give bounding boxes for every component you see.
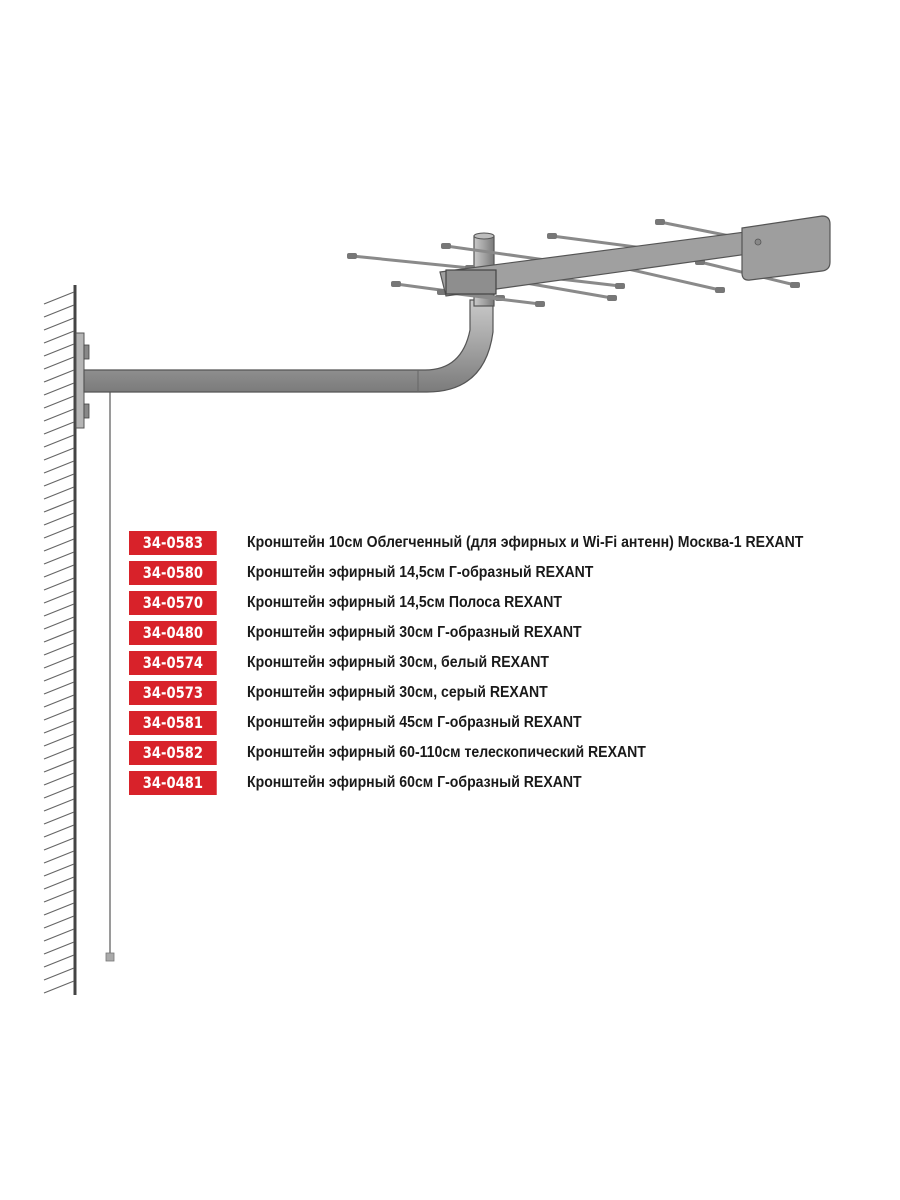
product-name: Кронштейн 10см Облегченный (для эфирных … [247, 534, 804, 551]
product-name: Кронштейн эфирный 30см, белый REXANT [247, 654, 549, 671]
sku-badge: 34-0481 [129, 771, 217, 795]
product-row: 34-0481 Кронштейн эфирный 60см Г-образный… [129, 771, 889, 801]
sku-badge: 34-0583 [129, 531, 217, 555]
product-row: 34-0480 Кронштейн эфирный 30см Г-образный… [129, 621, 889, 651]
product-row: 34-0570 Кронштейн эфирный 14,5см Полоса R… [129, 591, 889, 621]
antenna [347, 215, 831, 307]
product-row: 34-0573 Кронштейн эфирный 30см, серый REX… [129, 681, 889, 711]
product-row: 34-0583 Кронштейн 10см Облегченный (для э… [129, 531, 889, 561]
product-row: 34-0574 Кронштейн эфирный 30см, белый REX… [129, 651, 889, 681]
sku-badge: 34-0574 [129, 651, 217, 675]
product-name: Кронштейн эфирный 30см Г-образный REXANT [247, 624, 582, 641]
product-row: 34-0582 Кронштейн эфирный 60-110см телеск… [129, 741, 889, 771]
sku-badge: 34-0573 [129, 681, 217, 705]
product-list: 34-0583 Кронштейн 10см Облегченный (для э… [129, 531, 889, 801]
cable [105, 384, 115, 962]
product-name: Кронштейн эфирный 60см Г-образный REXANT [247, 774, 582, 791]
product-name: Кронштейн эфирный 14,5см Г-образный REXA… [247, 564, 594, 581]
product-name: Кронштейн эфирный 14,5см Полоса REXANT [247, 594, 563, 611]
product-name: Кронштейн эфирный 30см, серый REXANT [247, 684, 548, 701]
product-name: Кронштейн эфирный 45см Г-образный REXANT [247, 714, 582, 731]
sku-badge: 34-0480 [129, 621, 217, 645]
wall-plate [75, 332, 90, 429]
sku-badge: 34-0581 [129, 711, 217, 735]
sku-badge: 34-0570 [129, 591, 217, 615]
product-row: 34-0580 Кронштейн эфирный 14,5см Г-образн… [129, 561, 889, 591]
bracket-arm [83, 232, 495, 393]
product-name: Кронштейн эфирный 60-110см телескопическ… [247, 744, 646, 761]
product-row: 34-0581 Кронштейн эфирный 45см Г-образный… [129, 711, 889, 741]
wall [43, 285, 77, 995]
sku-badge: 34-0580 [129, 561, 217, 585]
sku-badge: 34-0582 [129, 741, 217, 765]
